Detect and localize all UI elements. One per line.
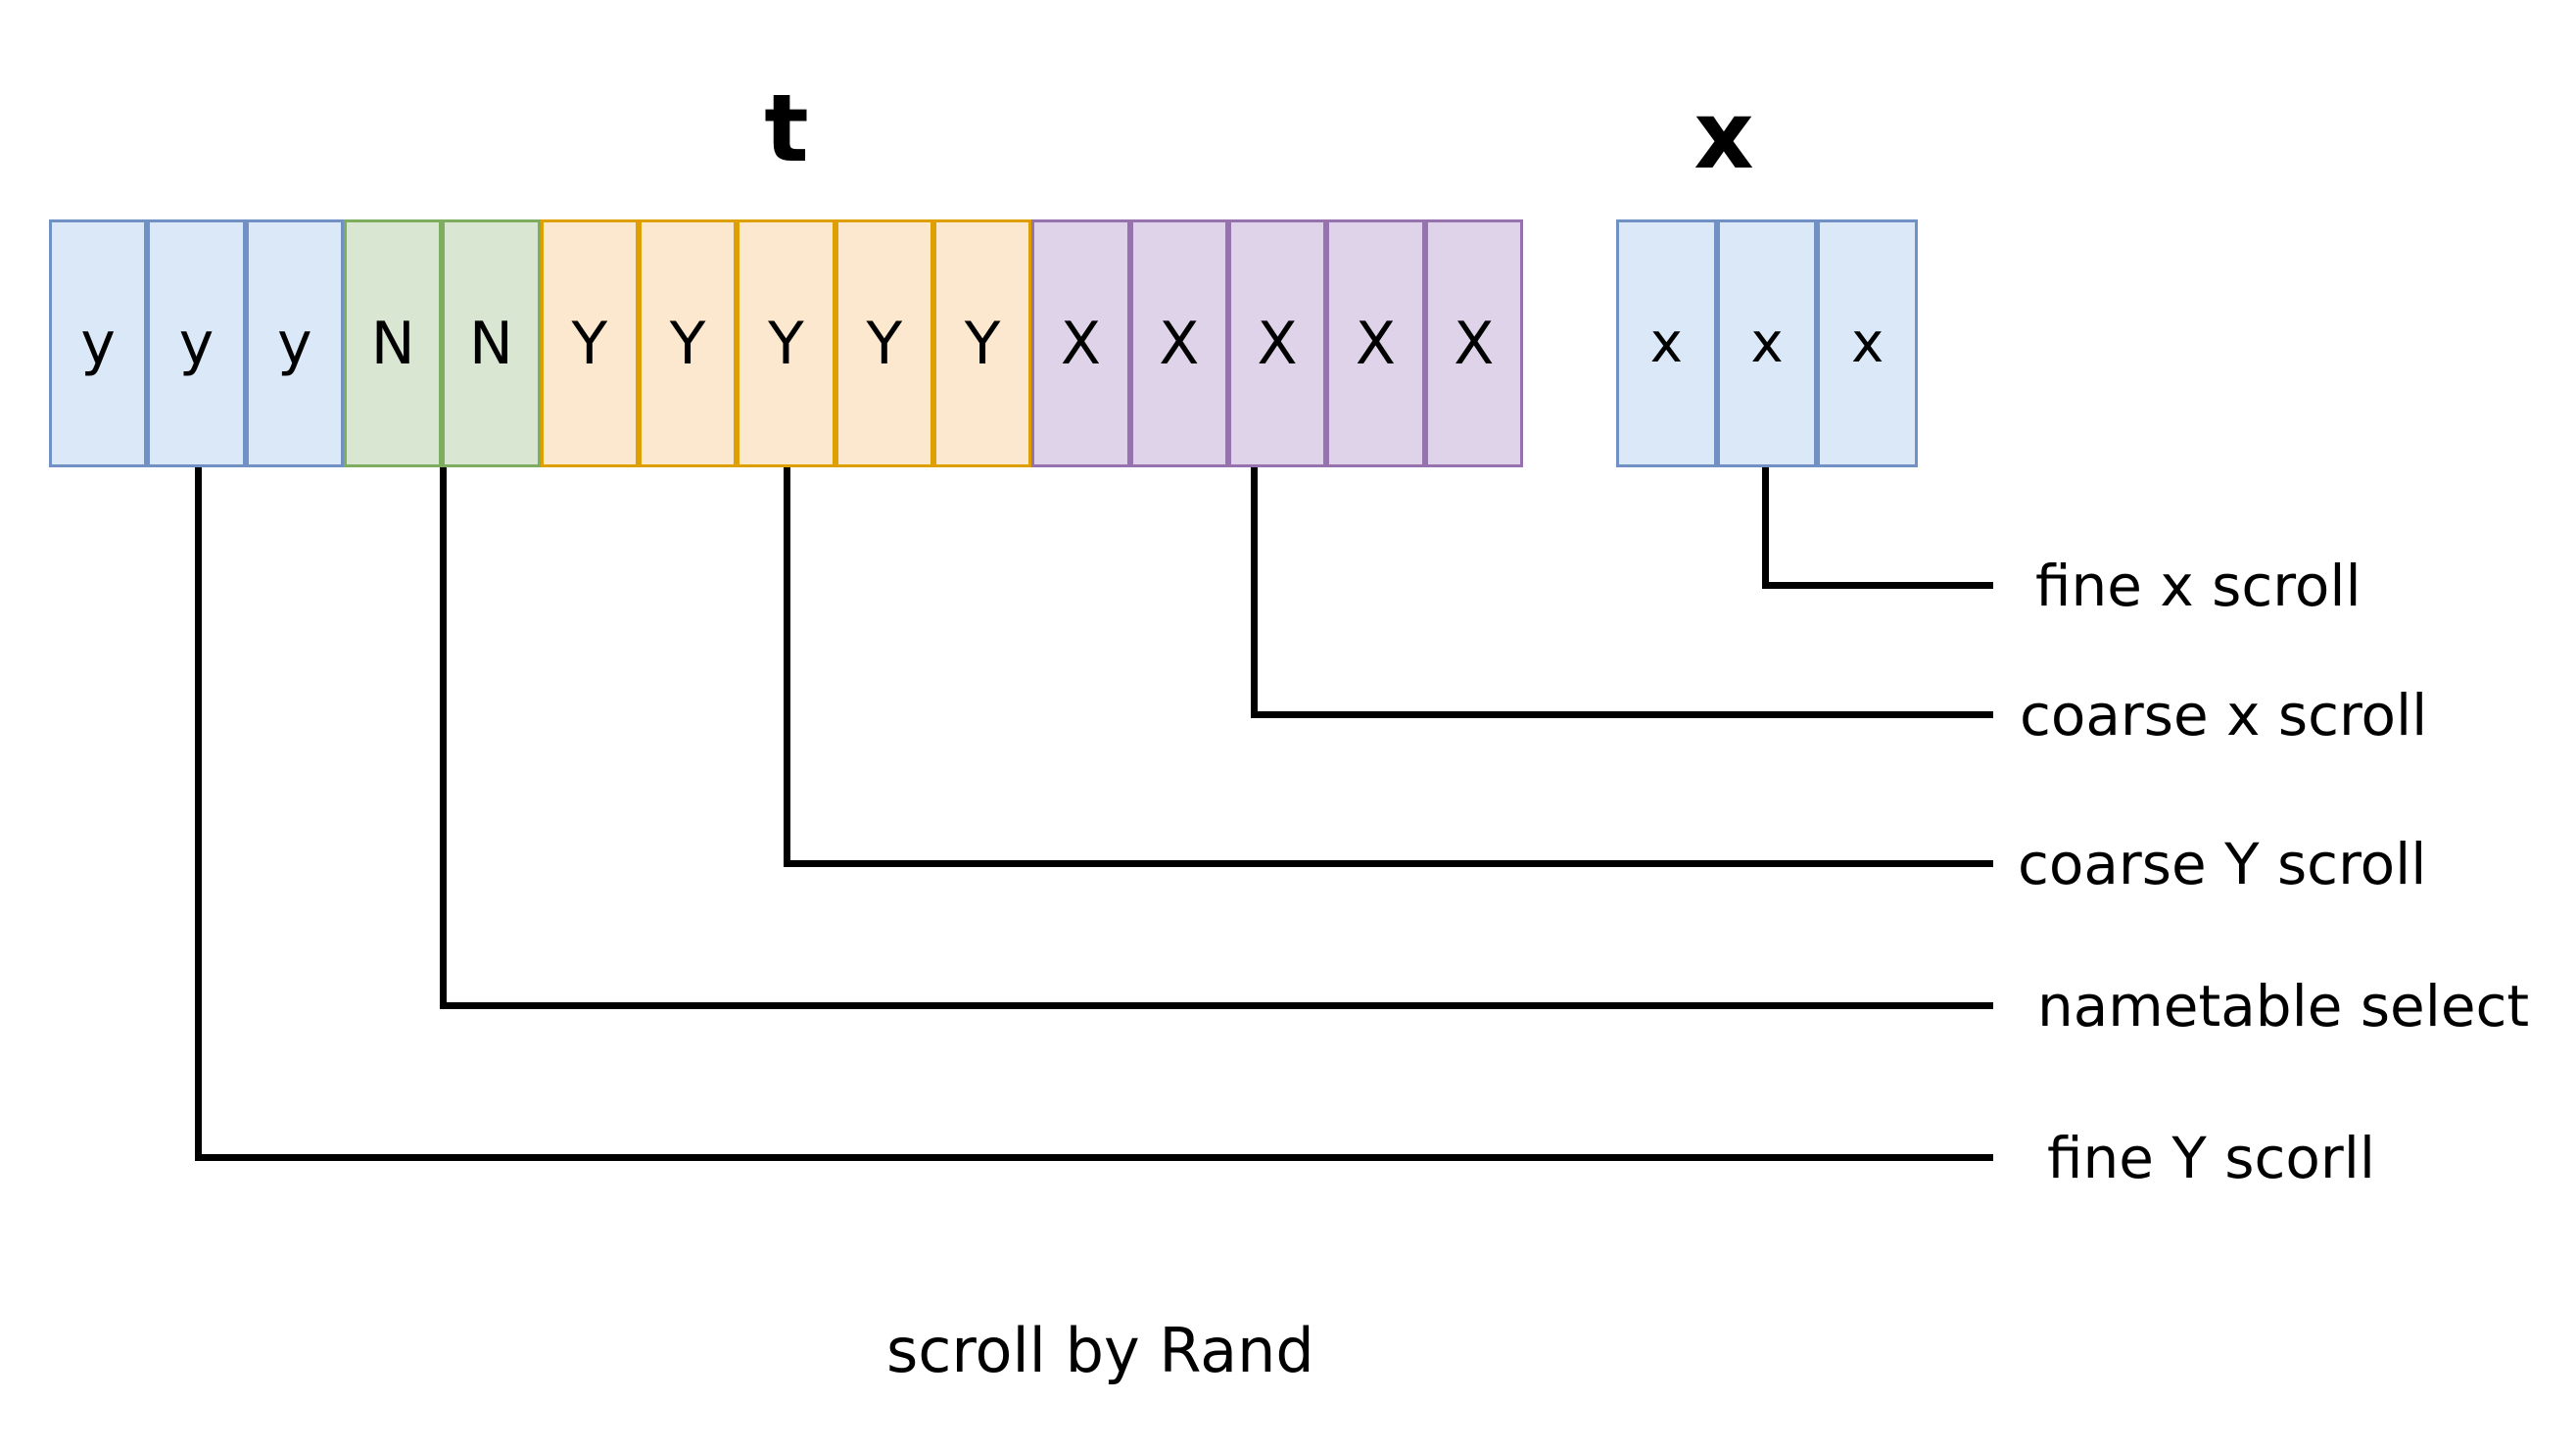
register-x-bit-2: x: [1616, 219, 1717, 467]
register-t-bit-6: Y: [835, 219, 933, 467]
register-t-bit-0: X: [1424, 219, 1523, 467]
register-x-bit-1: x: [1716, 219, 1818, 467]
register-t-bit-10: N: [442, 219, 541, 467]
callout-line-coarse-y-scroll: [784, 467, 1993, 867]
callout-label-coarse-x-scroll: coarse x scroll: [2020, 682, 2428, 749]
register-x: x x x: [1616, 219, 1919, 467]
register-t-bit-12: y: [245, 219, 344, 467]
callout-line-coarse-x-scroll: [1251, 467, 1993, 718]
callout-label-nametable-select: nametable select: [2037, 973, 2530, 1039]
register-t-bit-8: Y: [638, 219, 738, 467]
callout-line-nametable-select: [440, 467, 1993, 1009]
register-t-bit-1: X: [1326, 219, 1425, 467]
register-t-bit-14: y: [49, 219, 148, 467]
register-t-title: t: [764, 75, 809, 183]
register-x-title: x: [1693, 82, 1754, 190]
register-t-bit-7: Y: [737, 219, 835, 467]
callout-label-fine-y-scroll: fine Y scorll: [2047, 1125, 2375, 1191]
register-t-bit-3: X: [1129, 219, 1228, 467]
register-t-bit-9: Y: [540, 219, 639, 467]
callout-line-fine-x-scroll: [1762, 467, 1993, 589]
register-t-bit-2: X: [1227, 219, 1327, 467]
register-t-bit-11: N: [343, 219, 443, 467]
callout-line-fine-y-scroll: [195, 467, 1993, 1161]
register-t-bit-4: X: [1031, 219, 1130, 467]
caption: scroll by Rand: [886, 1315, 1314, 1386]
register-x-bit-0: x: [1817, 219, 1919, 467]
register-t: y y y N N Y Y Y Y Y X X X X X: [49, 219, 1523, 467]
callout-label-coarse-y-scroll: coarse Y scroll: [2018, 831, 2427, 897]
callout-label-fine-x-scroll: fine x scroll: [2035, 553, 2361, 619]
register-t-bit-13: y: [147, 219, 246, 467]
register-t-bit-5: Y: [932, 219, 1032, 467]
